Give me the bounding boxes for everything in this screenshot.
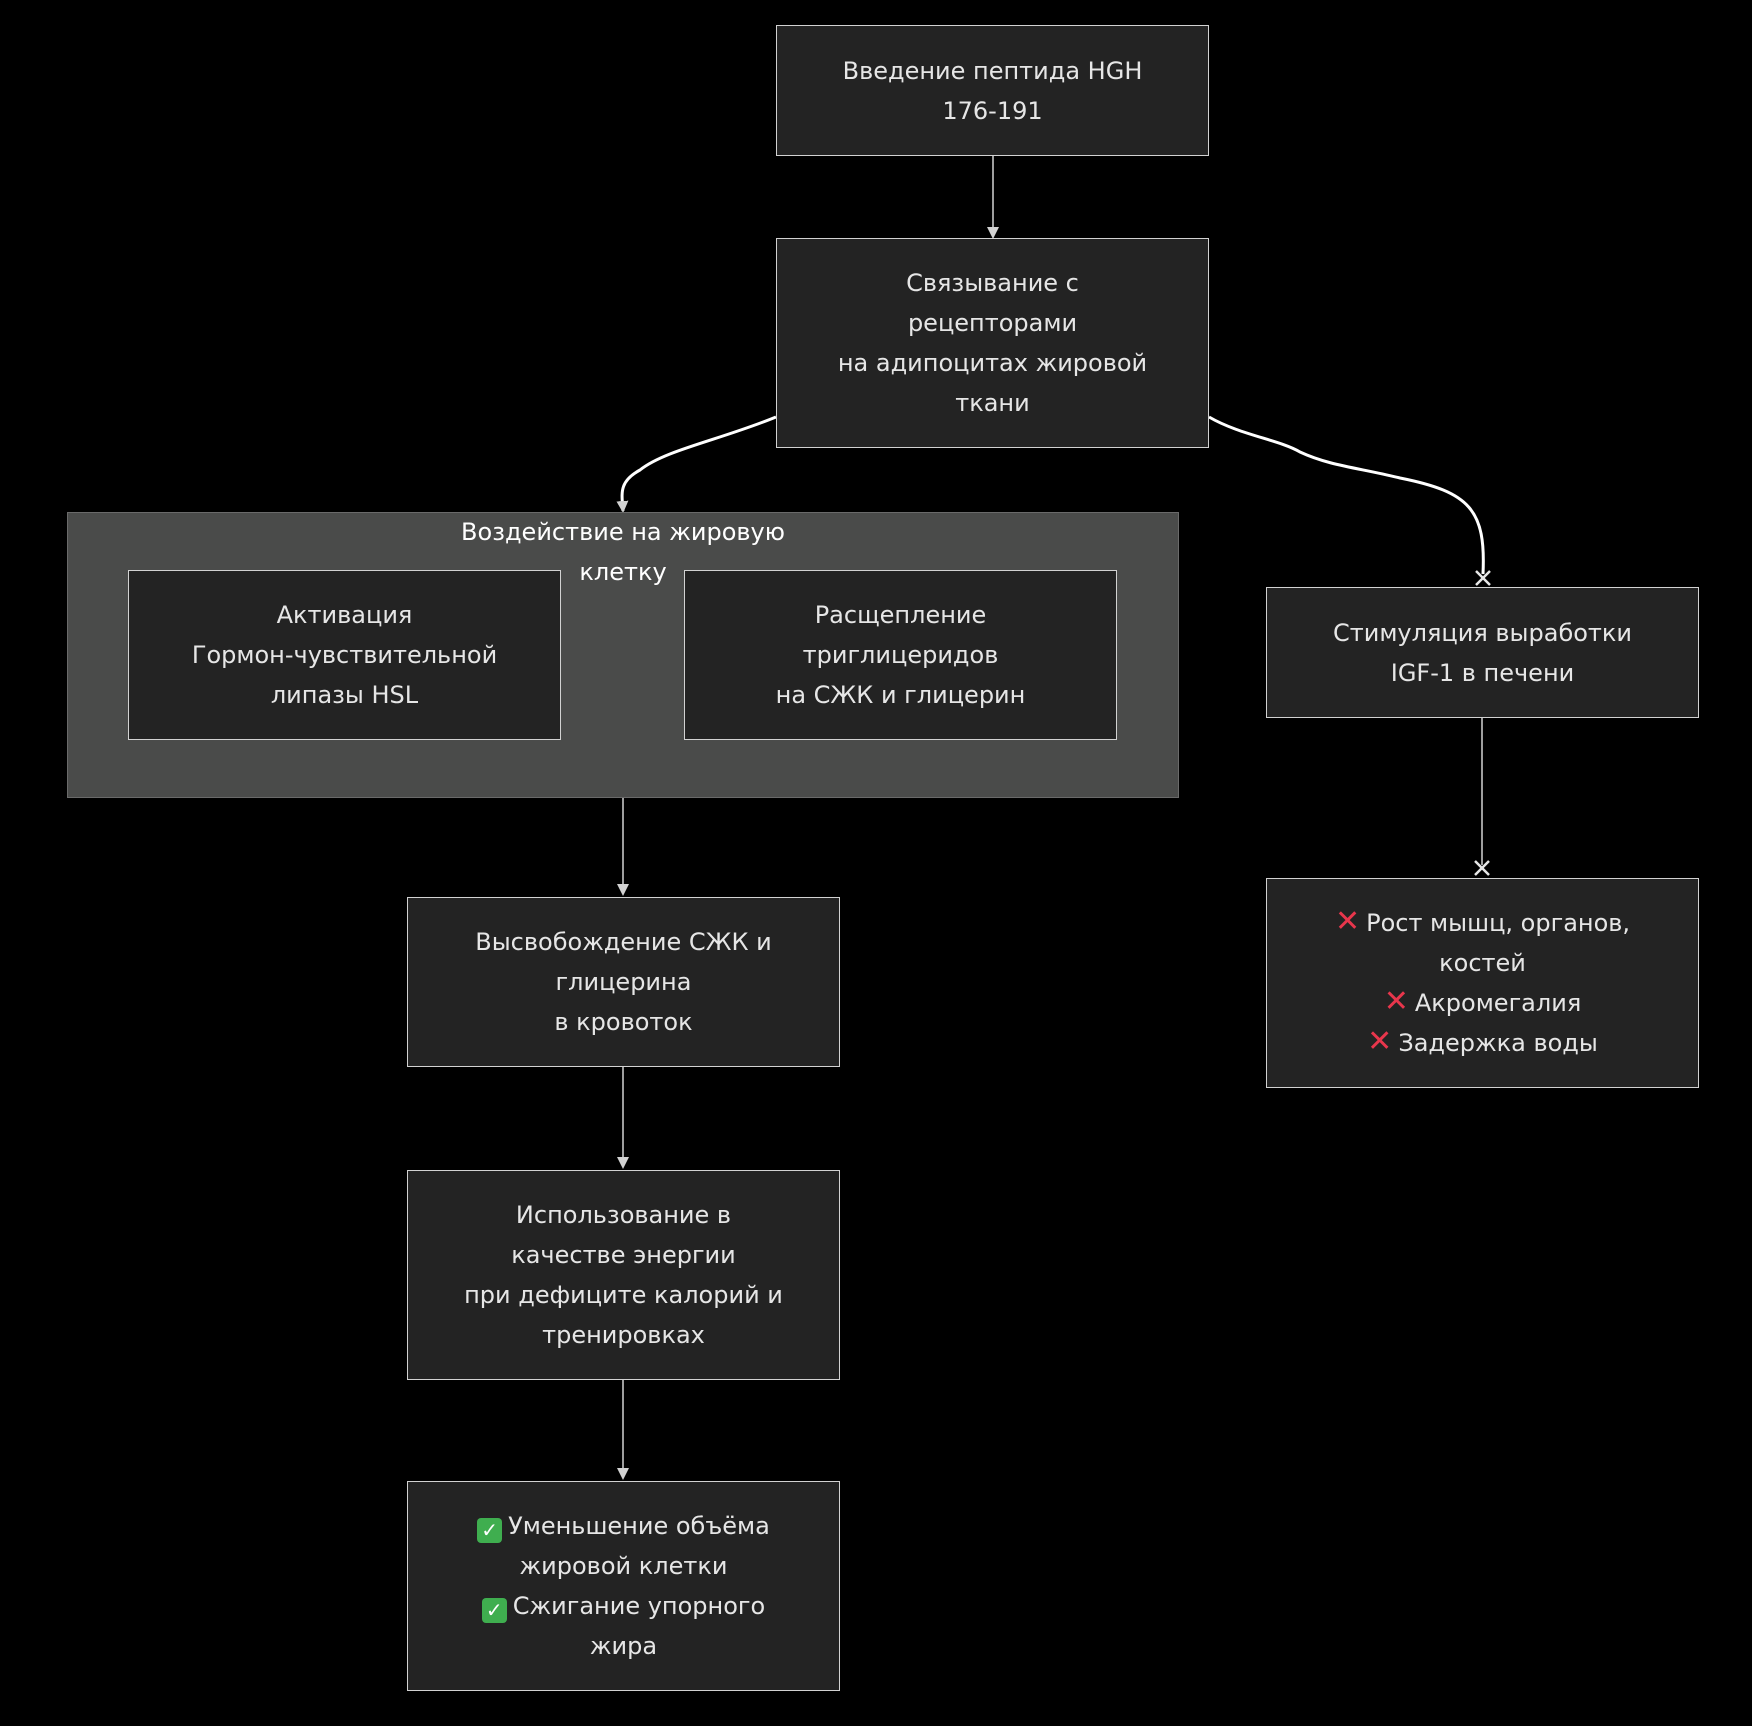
node-label-line: Связывание с	[906, 269, 1079, 297]
side-effect-line: ✕Задержка воды	[1335, 1023, 1630, 1063]
result-line: жира	[589, 1632, 658, 1660]
node-label-line: Высвобождение СЖК и	[475, 928, 772, 956]
node-label-line: на СЖК и глицерин	[775, 681, 1026, 709]
node-triglyceride-breakdown[interactable]: Расщепление триглицеридов на СЖК и глице…	[684, 570, 1117, 740]
node-label: Стимуляция выработки IGF-1 в печени	[1333, 613, 1632, 693]
node-label: Расщепление триглицеридов на СЖК и глице…	[776, 595, 1026, 715]
cross-mark-icon: ✕	[1367, 1024, 1393, 1059]
node-label-line: глицерина	[555, 968, 692, 996]
node-label: Связывание с рецепторами на адипоцитах ж…	[838, 263, 1147, 423]
result-line: жировой клетки	[519, 1552, 728, 1580]
cross-mark-icon: ✕	[1383, 984, 1409, 1019]
node-label-line: IGF-1 в печени	[1390, 658, 1575, 687]
node-hgh-injection[interactable]: Введение пептида HGH 176-191	[776, 25, 1209, 156]
node-label: Высвобождение СЖК и глицерина в кровоток	[475, 922, 771, 1042]
node-igf1-stimulation[interactable]: Стимуляция выработки IGF-1 в печени	[1266, 587, 1699, 718]
node-label-line: ткани	[955, 389, 1030, 417]
result-text: Уменьшение объёма	[508, 1512, 770, 1540]
node-label: ✕Рост мышц, органов, костей ✕Акромегалия…	[1335, 903, 1630, 1063]
cross-end-marker	[1474, 860, 1490, 876]
node-label-line: рецепторами	[907, 309, 1078, 337]
node-label-line: качестве энергии	[511, 1241, 736, 1269]
result-text: Сжигание упорного	[512, 1592, 766, 1620]
cross-end-marker	[1475, 570, 1491, 586]
cross-mark-icon: ✕	[1334, 904, 1361, 939]
node-label-line: 176-191	[942, 96, 1043, 125]
node-label-line: Расщепление	[814, 601, 987, 629]
node-label-line: Активация	[276, 601, 413, 629]
node-label: ✓Уменьшение объёма жировой клетки ✓Сжига…	[477, 1506, 770, 1666]
node-label-line: на адипоцитах жировой	[837, 349, 1148, 377]
node-receptor-binding[interactable]: Связывание с рецепторами на адипоцитах ж…	[776, 238, 1209, 448]
node-label-line: тренировках	[542, 1321, 705, 1349]
side-effect-text: Акромегалия	[1414, 989, 1582, 1017]
cluster-title-line: клетку	[579, 558, 667, 586]
node-results[interactable]: ✓Уменьшение объёма жировой клетки ✓Сжига…	[407, 1481, 840, 1691]
node-label-line: триглицеридов	[802, 641, 999, 669]
cluster-title-line: Воздействие на жировую	[461, 518, 785, 546]
node-hsl-activation[interactable]: Активация Гормон-чувствительной липазы H…	[128, 570, 561, 740]
node-label: Введение пептида HGH 176-191	[843, 51, 1143, 131]
node-energy-usage[interactable]: Использование в качестве энергии при деф…	[407, 1170, 840, 1380]
side-effect-line: костей	[1439, 949, 1526, 977]
node-label-line: Гормон-чувствительной	[191, 641, 498, 669]
node-ffa-release[interactable]: Высвобождение СЖК и глицерина в кровоток	[407, 897, 840, 1067]
node-label: Активация Гормон-чувствительной липазы H…	[192, 595, 497, 715]
node-label: Использование в качестве энергии при деф…	[464, 1195, 783, 1355]
result-line: ✓Сжигание упорного	[477, 1586, 770, 1626]
node-label-line: Стимуляция выработки	[1332, 618, 1632, 647]
check-mark-icon: ✓	[477, 1518, 503, 1543]
side-effect-line: ✕Рост мышц, органов,	[1335, 903, 1630, 943]
node-side-effects[interactable]: ✕Рост мышц, органов, костей ✕Акромегалия…	[1266, 878, 1699, 1088]
cluster-title: Воздействие на жировую клетку	[395, 512, 851, 592]
edge-binding-to-cluster	[616, 415, 777, 513]
node-label-line: при дефиците калорий и	[464, 1281, 783, 1309]
side-effect-text: Задержка воды	[1398, 1029, 1598, 1057]
check-mark-icon: ✓	[481, 1598, 507, 1623]
node-label-line: Использование в	[515, 1201, 732, 1229]
result-line: ✓Уменьшение объёма	[477, 1506, 770, 1546]
side-effect-text: Рост мышц, органов,	[1366, 909, 1631, 937]
node-label-line: липазы HSL	[270, 681, 419, 709]
node-label-line: Введение пептида HGH	[842, 56, 1143, 85]
side-effect-line: ✕Акромегалия	[1335, 983, 1630, 1023]
node-label-line: в кровоток	[554, 1008, 693, 1036]
edge-binding-to-igf1	[1208, 415, 1485, 575]
